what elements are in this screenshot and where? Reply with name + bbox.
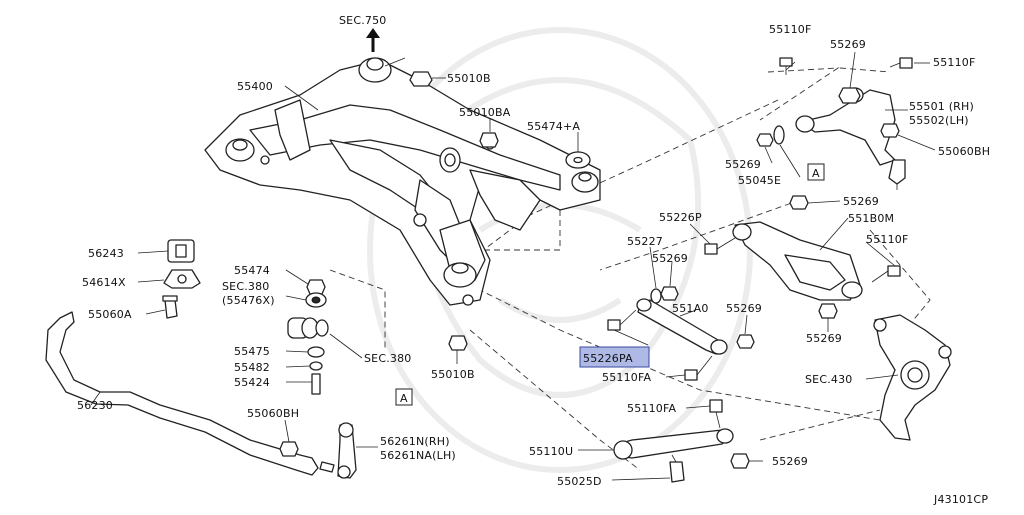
label-ref-a-left[interactable]: A [400, 392, 408, 405]
label-55269-top[interactable]: 55269 [830, 38, 866, 51]
label-55269-b[interactable]: 55269 [652, 252, 688, 265]
label-55025d[interactable]: 55025D [557, 475, 602, 488]
label-55475[interactable]: 55475 [234, 345, 270, 358]
bolt-55424[interactable] [311, 373, 321, 395]
nut-55010B-bottom[interactable] [448, 335, 468, 351]
label-55110f-top[interactable]: 55110F [769, 23, 812, 36]
ref-box-a-right [807, 163, 825, 181]
label-55502-lh[interactable]: 55502(LH) [909, 114, 969, 127]
nut-55269-c[interactable] [736, 334, 755, 349]
cushion-sec380[interactable] [287, 317, 329, 339]
label-55226p[interactable]: 55226P [659, 211, 702, 224]
bolt-55110FA-1[interactable] [684, 355, 713, 381]
label-55226pa[interactable]: 55226PA [583, 352, 633, 365]
label-55110fa-2[interactable]: 55110FA [627, 402, 677, 415]
label-55400[interactable]: 55400 [237, 80, 273, 93]
crossmember-55400[interactable] [204, 57, 601, 306]
bolt-55060A[interactable] [162, 295, 178, 319]
label-55010b-bottom[interactable]: 55010B [431, 368, 475, 381]
nut-55010B-top[interactable] [409, 71, 433, 87]
label-sec750[interactable]: SEC.750 [339, 14, 387, 27]
lower-arm-551B0M[interactable] [732, 221, 863, 301]
label-sec430[interactable]: SEC.430 [805, 373, 853, 386]
link-55110U[interactable] [613, 428, 734, 460]
label-55060bh-right[interactable]: 55060BH [938, 145, 990, 158]
label-56243[interactable]: 56243 [88, 247, 124, 260]
nut-55269-mid[interactable] [789, 195, 809, 210]
label-55060a[interactable]: 55060A [88, 308, 132, 321]
up-arrow-icon [366, 28, 380, 52]
label-sec380-1[interactable]: SEC.380 [222, 280, 270, 293]
label-ref-a-right[interactable]: A [812, 167, 820, 180]
label-54614x[interactable]: 54614X [82, 276, 126, 289]
label-55010ba[interactable]: 55010BA [459, 106, 511, 119]
nut-55474[interactable] [306, 279, 326, 295]
label-55482[interactable]: 55482 [234, 361, 270, 374]
label-56261na-lh[interactable]: 56261NA(LH) [380, 449, 456, 462]
nut-55010BA[interactable] [479, 132, 499, 148]
label-55269-left[interactable]: 55269 [725, 158, 761, 171]
drawing-code: J43101CP [933, 493, 988, 506]
label-55269-mid[interactable]: 55269 [843, 195, 879, 208]
bolt-55226P[interactable] [704, 237, 736, 255]
label-55110f-right[interactable]: 55110F [933, 56, 976, 69]
stabilizer-bar-56230[interactable] [45, 311, 319, 476]
label-55474a[interactable]: 55474+A [527, 120, 580, 133]
bolt-55226PA[interactable] [607, 309, 637, 331]
label-55269-d[interactable]: 55269 [806, 332, 842, 345]
label-55474[interactable]: 55474 [234, 264, 270, 277]
label-55110fa-1[interactable]: 55110FA [602, 371, 652, 384]
bolt-55025D[interactable] [669, 454, 685, 483]
washer-55045E[interactable] [773, 125, 785, 145]
nut-55060BH-left[interactable] [279, 441, 299, 457]
knuckle-sec430[interactable] [873, 314, 952, 441]
washer-55474A[interactable] [565, 151, 591, 169]
bushing-56243[interactable] [167, 239, 195, 263]
link-551A0[interactable] [636, 298, 728, 355]
nut-55269-top[interactable] [838, 87, 861, 104]
label-55010b-top[interactable]: 55010B [447, 72, 491, 85]
label-56230[interactable]: 56230 [77, 399, 113, 412]
label-551a0[interactable]: 551A0 [672, 302, 709, 315]
label-55424[interactable]: 55424 [234, 376, 270, 389]
nut-55269-left[interactable] [756, 133, 774, 147]
leader-lines [90, 51, 936, 481]
bolt-55110F-right[interactable] [889, 57, 913, 69]
label-55045e[interactable]: 55045E [738, 174, 781, 187]
label-55269-c[interactable]: 55269 [726, 302, 762, 315]
label-55501-rh[interactable]: 55501 (RH) [909, 100, 974, 113]
nut-55060BH-right[interactable] [880, 123, 900, 138]
bolt-55110F-mid[interactable] [871, 265, 901, 283]
ref-box-a-left [395, 388, 413, 406]
callout-labels: SEC.750 55400 55010B 55010BA 55474+A 551… [77, 14, 990, 506]
label-55110u[interactable]: 55110U [529, 445, 573, 458]
washer-55227[interactable] [650, 288, 662, 304]
nut-55269-e[interactable] [730, 453, 750, 469]
label-55110f-mid[interactable]: 55110F [866, 233, 909, 246]
label-55269-e[interactable]: 55269 [772, 455, 808, 468]
label-56261n-rh[interactable]: 56261N(RH) [380, 435, 450, 448]
bolt-55110FA-2[interactable] [709, 399, 723, 429]
label-55476x[interactable]: (55476X) [222, 294, 275, 307]
bolt-55110F-top[interactable] [779, 57, 793, 75]
label-55227[interactable]: 55227 [627, 235, 663, 248]
nut-55269-b[interactable] [660, 286, 679, 301]
label-551b0m[interactable]: 551B0M [848, 212, 894, 225]
label-sec380-2[interactable]: SEC.380 [364, 352, 412, 365]
assembly-guide-lines [329, 67, 931, 471]
washer-55482[interactable] [309, 361, 323, 371]
clamp-54614X[interactable] [163, 269, 201, 289]
nut-55269-d[interactable] [818, 303, 838, 319]
bushing-55475[interactable] [307, 346, 325, 358]
stabilizer-link-56261N[interactable] [319, 422, 357, 479]
label-55060bh-left[interactable]: 55060BH [247, 407, 299, 420]
bushing-55476X[interactable] [305, 292, 327, 308]
highlight-55226pa [579, 346, 650, 368]
